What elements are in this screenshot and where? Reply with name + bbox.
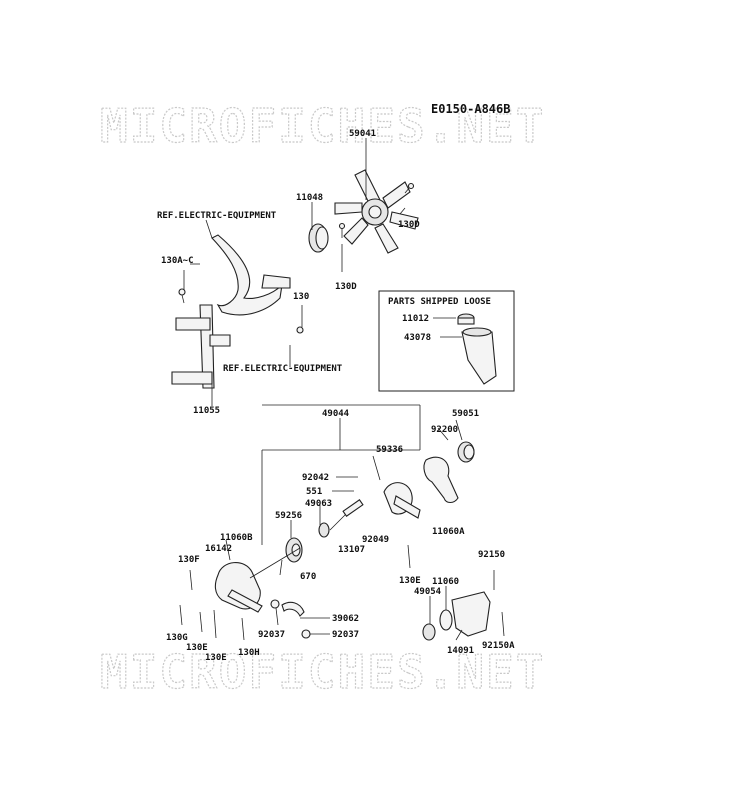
label-130F: 130F	[178, 555, 200, 565]
seal-49063	[318, 522, 330, 538]
fan-blade-assembly	[334, 169, 419, 254]
watermark-top: MICROFICHES.NET	[100, 99, 545, 153]
label-130D-a: 130D	[398, 220, 420, 230]
label-11012: 11012	[402, 314, 429, 324]
hose-clamp-92037	[270, 599, 311, 639]
impeller-59256	[285, 537, 303, 563]
parts-shipped-loose-title: PARTS SHIPPED LOOSE	[388, 297, 491, 307]
bracket-11055	[171, 304, 231, 389]
label-11060B: 11060B	[220, 533, 253, 543]
parts-shipped-loose-box	[378, 290, 515, 392]
label-92037-a: 92037	[258, 630, 285, 640]
label-14091: 14091	[447, 646, 474, 656]
label-130D-b: 130D	[335, 282, 357, 292]
label-13107: 13107	[338, 545, 365, 555]
pump-bolts	[179, 544, 505, 641]
label-11060A: 11060A	[432, 527, 465, 537]
gasket-11060A	[423, 456, 459, 504]
label-130: 130	[293, 292, 309, 302]
label-16142: 16142	[205, 544, 232, 554]
thermostat-49054	[422, 623, 436, 641]
label-130A-C: 130A~C	[161, 256, 194, 266]
label-59041: 59041	[349, 129, 376, 139]
hose-39062	[281, 601, 305, 617]
fan-bolts	[338, 182, 415, 238]
label-130E-b: 130E	[186, 643, 208, 653]
pump-cover-59336	[383, 482, 421, 519]
label-11055: 11055	[193, 406, 220, 416]
bracket-bolts	[178, 288, 304, 334]
label-92037-b: 92037	[332, 630, 359, 640]
watermark-bottom: MICROFICHES.NET	[100, 645, 545, 699]
label-59051: 59051	[452, 409, 479, 419]
label-39062: 39062	[332, 614, 359, 624]
fan-shroud	[211, 234, 291, 316]
label-43078: 43078	[404, 333, 431, 343]
label-ref-electric-equipment-bottom: REF.ELECTRIC-EQUIPMENT	[223, 364, 343, 374]
pump-shaft-13107	[329, 499, 364, 531]
label-92042: 92042	[302, 473, 329, 483]
gasket-11060	[439, 609, 453, 631]
label-49054: 49054	[414, 587, 442, 597]
thermostat-housing-14091	[451, 591, 491, 637]
label-130H: 130H	[238, 648, 260, 658]
label-92200: 92200	[431, 425, 458, 435]
label-92150A: 92150A	[482, 641, 515, 651]
fan-pulley-spacer	[308, 223, 329, 253]
label-11048: 11048	[296, 193, 323, 203]
label-59256: 59256	[275, 511, 302, 521]
label-49044: 49044	[322, 409, 350, 419]
label-59336: 59336	[376, 445, 403, 455]
label-130G: 130G	[166, 633, 188, 643]
pump-housing-11060B	[214, 562, 263, 613]
reservoir-tank	[461, 327, 497, 385]
label-130E-c: 130E	[205, 653, 227, 663]
label-ref-electric-equipment-top: REF.ELECTRIC-EQUIPMENT	[157, 211, 277, 221]
pump-gear-59051	[457, 441, 475, 463]
label-49063: 49063	[305, 499, 332, 509]
label-130E-a: 130E	[399, 576, 421, 586]
label-670: 670	[300, 572, 316, 582]
diagram-code: E0150-A846B	[431, 102, 510, 116]
label-92150: 92150	[478, 550, 505, 560]
label-551: 551	[306, 487, 322, 497]
reservoir-cap	[457, 313, 475, 325]
label-11060: 11060	[432, 577, 459, 587]
label-92049: 92049	[362, 535, 389, 545]
pump-shaft-line	[249, 547, 301, 579]
